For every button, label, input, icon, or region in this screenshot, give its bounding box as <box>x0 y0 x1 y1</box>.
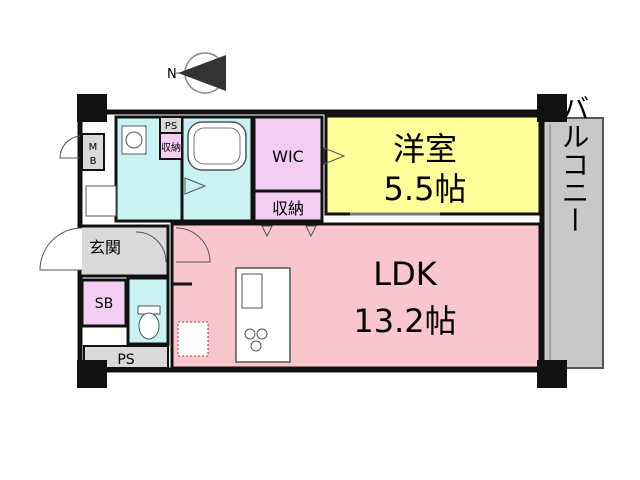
western-room-size: 5.5帖 <box>384 170 467 208</box>
fridge-space-icon <box>177 321 209 357</box>
bathtub-inner <box>193 127 241 165</box>
compass-needle-icon <box>178 55 226 91</box>
storage-door-icon-2 <box>305 225 317 238</box>
wic-label: WIC <box>272 147 304 166</box>
pillar-top-left <box>77 94 107 122</box>
kitchen-sink-icon <box>241 273 263 309</box>
sb-label: SB <box>95 296 114 312</box>
ldk-room <box>170 222 542 370</box>
ldk-door-swing-icon <box>175 227 211 263</box>
wic-room <box>252 115 324 193</box>
pillar-bottom-right <box>537 360 567 388</box>
entrance-door-swing-icon <box>39 227 83 271</box>
washbasin-bowl <box>125 131 143 149</box>
stove-burner-icon-1 <box>244 328 256 340</box>
mb-label-b: B <box>90 156 97 167</box>
entrance-label: 玄関 <box>89 238 121 257</box>
mb-label-m: M <box>89 142 98 153</box>
ldk-size: 13.2帖 <box>353 302 456 340</box>
pillar-bottom-left <box>77 360 107 388</box>
compass-north-label: N <box>167 67 177 82</box>
stove-burner-icon-2 <box>256 328 268 340</box>
wic-door-icon <box>323 147 346 165</box>
western-room-name: 洋室 <box>393 130 457 168</box>
washing-machine-icon <box>85 185 117 217</box>
balcony-area <box>542 117 604 369</box>
ps-bottom-label: PS <box>117 352 134 368</box>
ldk-name: LDK <box>373 255 437 293</box>
mb-door-swing-icon <box>59 135 81 159</box>
pillar-top-right <box>537 94 567 122</box>
ps-top-label: PS <box>165 121 177 132</box>
mb-closet <box>81 133 105 171</box>
bathtub-icon <box>187 121 247 171</box>
storage-small-label: 収納 <box>161 141 181 154</box>
storage-door-icon-1 <box>261 225 273 238</box>
entrance-step-icon <box>135 231 167 263</box>
entrance <box>78 224 170 278</box>
storage-main-label: 収納 <box>272 199 304 218</box>
storage-small <box>159 132 183 160</box>
storage-main <box>252 189 324 223</box>
toilet-icon <box>138 312 160 340</box>
bath-door-icon <box>184 177 207 195</box>
stove-burner-icon-3 <box>250 340 262 352</box>
compass: N <box>167 52 226 94</box>
shoe-box <box>80 278 128 328</box>
